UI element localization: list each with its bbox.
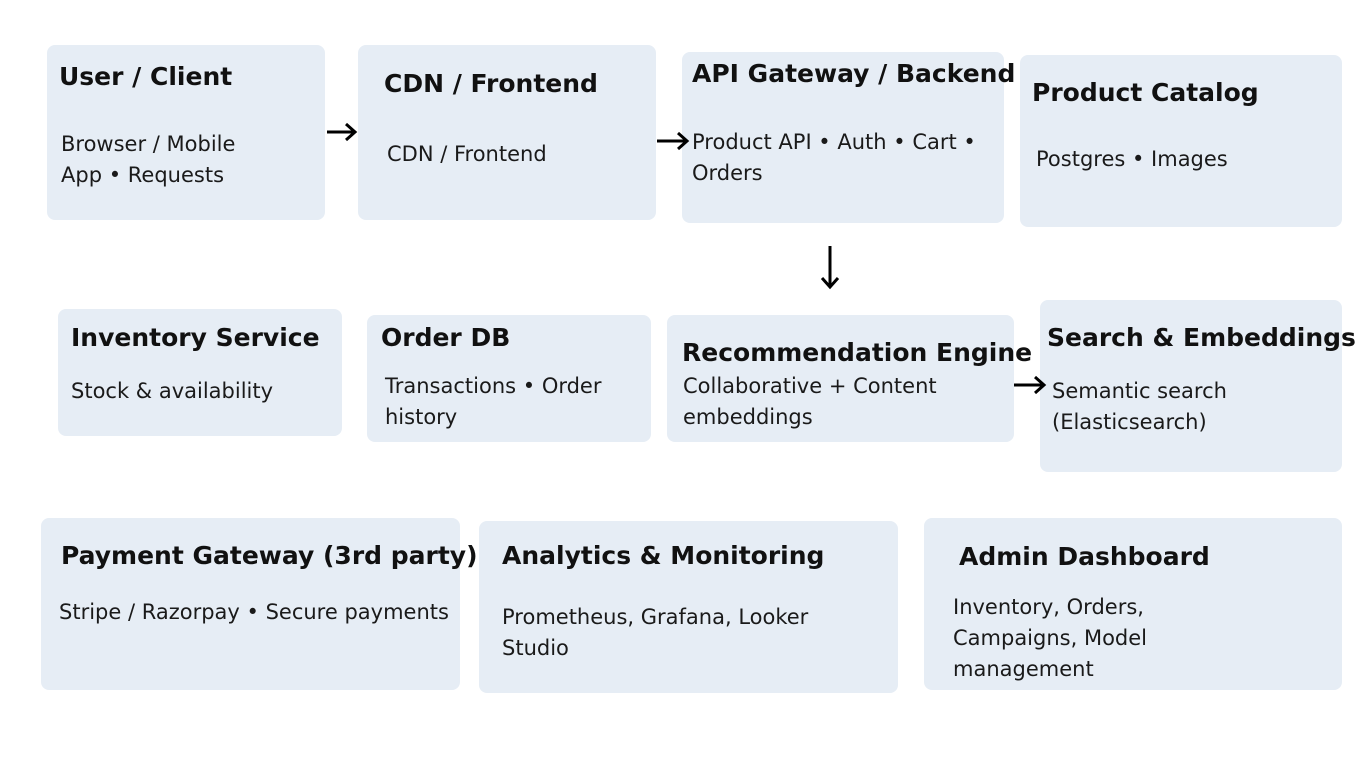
node-search-embeddings-title: Search & Embeddings [1047, 323, 1356, 352]
node-payment-gateway-desc: Stripe / Razorpay • Secure payments [59, 600, 449, 624]
node-user-client-title: User / Client [59, 62, 233, 91]
node-admin-dashboard: Admin Dashboard Inventory, Orders, Campa… [924, 518, 1342, 690]
node-order-db: Order DB Transactions • Order history [367, 315, 651, 442]
node-inventory-service: Inventory Service Stock & availability [58, 309, 342, 436]
node-order-db-title: Order DB [381, 323, 511, 352]
node-api-gateway-desc: Product API • Auth • Cart • Orders [692, 130, 976, 185]
node-product-catalog: Product Catalog Postgres • Images [1020, 55, 1342, 227]
node-cdn-frontend-title: CDN / Frontend [384, 69, 598, 98]
node-inventory-service-desc: Stock & availability [71, 379, 274, 403]
node-analytics-monitoring: Analytics & Monitoring Prometheus, Grafa… [479, 521, 898, 693]
node-admin-dashboard-desc: Inventory, Orders, Campaigns, Model mana… [953, 595, 1148, 681]
node-inventory-service-title: Inventory Service [71, 323, 320, 352]
node-payment-gateway-title: Payment Gateway (3rd party) [61, 541, 478, 570]
node-order-db-desc: Transactions • Order history [385, 374, 602, 429]
node-user-client-desc: Browser / Mobile App • Requests [61, 132, 236, 187]
arrow-api-to-recommendation [819, 245, 841, 290]
node-analytics-monitoring-desc: Prometheus, Grafana, Looker Studio [502, 605, 809, 660]
node-api-gateway-title: API Gateway / Backend [692, 59, 1016, 88]
node-analytics-monitoring-title: Analytics & Monitoring [502, 541, 825, 570]
node-cdn-frontend-desc: CDN / Frontend [387, 142, 547, 166]
node-search-embeddings-desc: Semantic search (Elasticsearch) [1052, 379, 1227, 434]
node-recommendation-engine-desc: Collaborative + Content embeddings [683, 374, 937, 429]
node-product-catalog-title: Product Catalog [1032, 78, 1259, 107]
arrow-cdn-to-api [656, 131, 690, 151]
arrow-client-to-cdn [326, 122, 358, 142]
node-product-catalog-desc: Postgres • Images [1036, 147, 1228, 171]
node-recommendation-engine: Recommendation Engine Collaborative + Co… [667, 315, 1032, 442]
node-admin-dashboard-title: Admin Dashboard [959, 542, 1210, 571]
node-user-client: User / Client Browser / Mobile App • Req… [47, 45, 325, 220]
node-api-gateway: API Gateway / Backend Product API • Auth… [682, 52, 1015, 223]
node-search-embeddings: Search & Embeddings Semantic search (Ela… [1040, 300, 1356, 472]
arrow-recommendation-to-search [1013, 375, 1047, 395]
node-payment-gateway: Payment Gateway (3rd party) Stripe / Raz… [41, 518, 478, 690]
node-recommendation-engine-title: Recommendation Engine [682, 338, 1033, 367]
node-cdn-frontend: CDN / Frontend CDN / Frontend [358, 45, 656, 220]
